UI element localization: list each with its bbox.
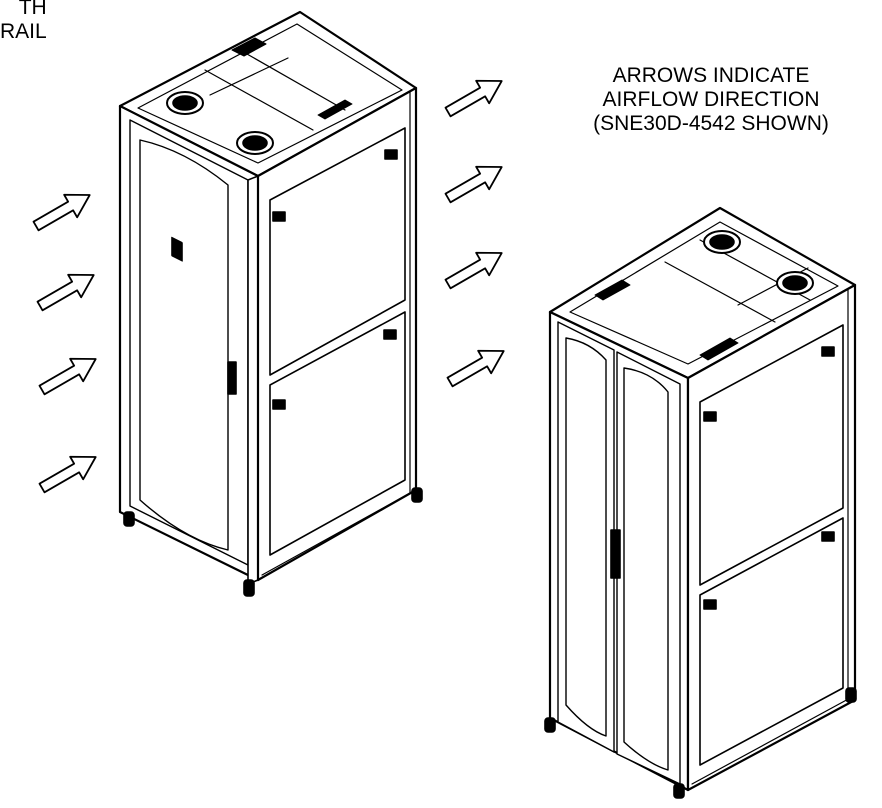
roof-seam: [664, 261, 776, 323]
cable-slot: [699, 337, 739, 361]
panel-latch: [703, 411, 717, 422]
airflow-arrow-icon: [444, 79, 503, 118]
caption-line: (SNE30D-4542 SHOWN): [593, 112, 829, 135]
airflow-arrow-icon: [36, 273, 95, 312]
caption-line: TH: [18, 0, 47, 19]
panel-latch: [272, 211, 286, 222]
door-handle-icon: [227, 361, 237, 395]
airflow-arrows: [32, 79, 505, 494]
base-rail: [691, 696, 853, 785]
panel-latch: [821, 531, 835, 542]
side-panel-lower: [699, 517, 844, 766]
caster-icon: [845, 687, 857, 703]
door-latch: [171, 236, 183, 262]
base-rail: [261, 491, 413, 576]
caster-icon: [123, 511, 135, 527]
caster-icon: [243, 579, 255, 597]
panel-latch: [384, 149, 398, 160]
airflow-arrow-icon: [444, 251, 503, 290]
airflow-arrow-icon: [32, 193, 91, 232]
door-handle-icon: [610, 529, 621, 579]
airflow-arrow-icon: [446, 349, 505, 388]
panel-latch: [703, 599, 717, 610]
caster-icon: [544, 717, 556, 733]
caster-icon: [673, 783, 685, 799]
roof-seam: [239, 49, 346, 111]
panel-latch: [272, 399, 286, 410]
airflow-caption: ARROWS INDICATE AIRFLOW DIRECTION (SNE30…: [556, 64, 866, 136]
door-glass-panel: [139, 139, 229, 551]
cable-slot: [594, 279, 631, 301]
caster-icon: [411, 487, 423, 503]
airflow-arrow-icon: [38, 357, 97, 396]
caption-line: ARROWS INDICATE: [612, 64, 810, 87]
cable-slot: [231, 37, 267, 57]
vent-fan-icon: [166, 91, 204, 115]
cabinet-top-inner: [569, 221, 839, 365]
vent-fan-icon: [703, 230, 741, 254]
front-post: [247, 175, 259, 585]
vent-fan-icon: [236, 131, 274, 155]
cable-slot: [317, 99, 353, 120]
side-panel-upper: [269, 127, 406, 376]
vent-fan-icon: [776, 271, 814, 295]
partial-caption-top-left: TH KRAIL: [0, 0, 47, 44]
door-glass-panel: [565, 337, 607, 737]
caption-line: AIRFLOW DIRECTION: [602, 88, 820, 111]
roof-seam: [209, 57, 289, 96]
side-panel-upper: [699, 324, 844, 586]
panel-latch: [383, 329, 397, 340]
airflow-arrow-icon: [38, 455, 97, 494]
cabinet-double-door: [544, 206, 857, 799]
caption-line: KRAIL: [0, 20, 47, 43]
panel-latch: [821, 346, 835, 357]
cabinet-single-door: [118, 10, 423, 597]
roof-seam: [204, 69, 314, 131]
airflow-arrow-icon: [444, 165, 503, 204]
door-glass-panel: [623, 367, 669, 771]
side-panel-lower: [269, 311, 406, 556]
